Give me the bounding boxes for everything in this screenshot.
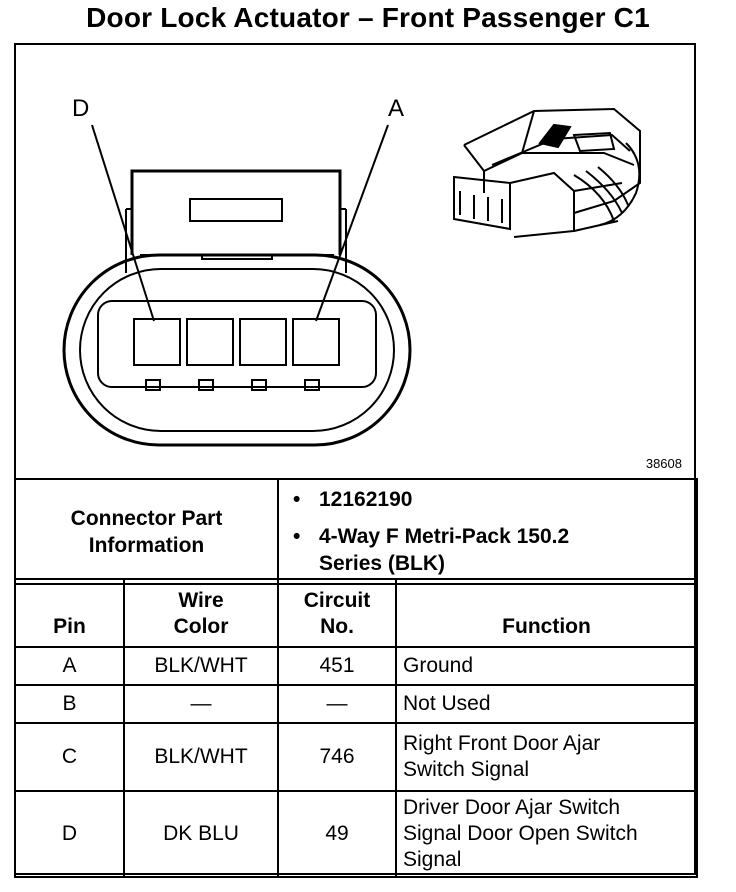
connector-info-item: •4-Way F Metri-Pack 150.2 Series (BLK) — [293, 525, 570, 575]
circuit-cell: 49 — [277, 790, 397, 878]
table-row: D DK BLU 49 Driver Door Ajar Switch Sign… — [14, 790, 698, 878]
table-row: B — — Not Used — [14, 684, 698, 724]
wire-color-cell: — — [123, 684, 279, 724]
connector-info-item: •12162190 — [293, 488, 413, 511]
connector-figure: D A 38608 — [14, 43, 696, 479]
connector-info-label: Connector Part Information — [14, 478, 279, 585]
wire-color-cell: DK BLU — [123, 790, 279, 878]
leader-line-a — [315, 124, 389, 322]
pin-cell: A — [14, 646, 125, 686]
latch-block — [130, 169, 342, 255]
circuit-cell: 451 — [277, 646, 397, 686]
pin-label-a: A — [388, 95, 405, 122]
figure-number: 38608 — [645, 456, 682, 471]
latch-window — [189, 198, 283, 222]
wire-color-cell: BLK/WHT — [123, 646, 279, 686]
function-cell: Not Used — [395, 684, 698, 724]
header-function: Function — [395, 578, 698, 648]
connector-face-drawing — [62, 107, 641, 447]
terminal-cavity-d — [133, 318, 181, 366]
pin-label-d: D — [72, 95, 90, 122]
terminal-cavity-c — [186, 318, 234, 366]
function-cell: Right Front Door Ajar Switch Signal — [395, 722, 698, 792]
table-row: C BLK/WHT 746 Right Front Door Ajar Swit… — [14, 722, 698, 792]
pinout-table: Pin Wire Color Circuit No. Function A BL… — [14, 578, 698, 878]
leader-line-d — [91, 124, 155, 322]
header-pin: Pin — [14, 578, 125, 648]
header-wire-color: Wire Color — [123, 578, 279, 648]
table-row: A BLK/WHT 451 Ground — [14, 646, 698, 686]
cavity-area — [97, 300, 377, 388]
circuit-cell: 746 — [277, 722, 397, 792]
connector-info-list: •12162190 •4-Way F Metri-Pack 150.2 Seri… — [277, 478, 698, 585]
table-header-row: Pin Wire Color Circuit No. Function — [14, 578, 698, 648]
page-title: Door Lock Actuator – Front Passenger C1 — [86, 2, 650, 33]
function-cell: Driver Door Ajar Switch Signal Door Open… — [395, 790, 698, 878]
connector-3d-sketch — [453, 107, 641, 238]
terminal-cavity-a — [292, 318, 340, 366]
wire-color-cell: BLK/WHT — [123, 722, 279, 792]
pin-cell: B — [14, 684, 125, 724]
connector-info-table: Connector Part Information •12162190 •4-… — [14, 478, 698, 585]
function-cell: Ground — [395, 646, 698, 686]
circuit-cell: — — [277, 684, 397, 724]
connector-inner-oval — [79, 268, 395, 432]
terminal-cavity-b — [239, 318, 287, 366]
header-circuit: Circuit No. — [277, 578, 397, 648]
pin-cell: C — [14, 722, 125, 792]
pin-cell: D — [14, 790, 125, 878]
